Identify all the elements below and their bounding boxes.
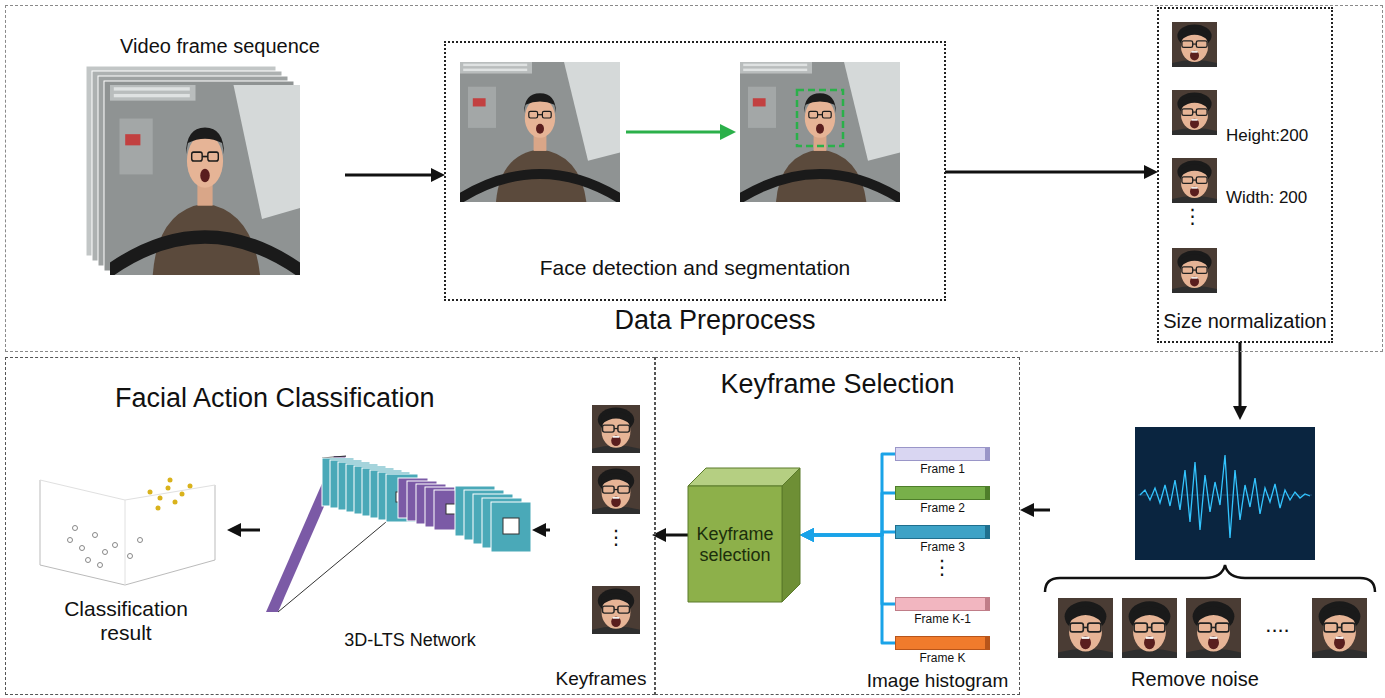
frame-bar: Frame K bbox=[895, 636, 990, 668]
image-group: Video frame sequence bbox=[95, 35, 345, 280]
frame-bar: Frame 2 bbox=[895, 486, 990, 518]
dimension-label: Height:200 bbox=[1226, 126, 1330, 146]
dotted-group: Height:200Width: 200Size normalization bbox=[1158, 8, 1332, 342]
connector-line bbox=[812, 454, 895, 535]
ellipsis-label: .... bbox=[1250, 612, 1305, 637]
arrow-head bbox=[800, 528, 814, 542]
group-title: Face detection and segmentation bbox=[445, 256, 945, 280]
dotted-group: Face detection and segmentation bbox=[445, 42, 945, 300]
scatter-plot bbox=[40, 478, 215, 586]
flow-arrow bbox=[1233, 342, 1247, 420]
video-frame-stack bbox=[86, 66, 310, 277]
image-group: Classification result bbox=[25, 465, 227, 665]
face-detection-images bbox=[452, 62, 908, 204]
arrow-head bbox=[800, 528, 814, 542]
frame-label: Frame K-1 bbox=[895, 613, 990, 627]
group-title: 3D-LTS Network bbox=[310, 630, 510, 651]
connector-line bbox=[239, 529, 260, 532]
keyframe-faces bbox=[592, 405, 640, 634]
dimension-label: Width: 200 bbox=[1226, 188, 1330, 208]
ellipsis-label: ⋮ bbox=[1170, 205, 1215, 228]
group-title: Video frame sequence bbox=[95, 35, 345, 58]
frame-bar-shape bbox=[895, 597, 990, 611]
region-title: Data Preprocess bbox=[595, 305, 835, 336]
image-group: Keyframes bbox=[550, 400, 652, 695]
group-title: Size normalization bbox=[1158, 310, 1332, 333]
connector-line bbox=[664, 534, 688, 537]
ellipsis-label: ⋮ bbox=[596, 526, 636, 549]
frame-bar-shape bbox=[895, 525, 990, 539]
curly-brace bbox=[1045, 565, 1375, 592]
normalized-faces bbox=[1172, 22, 1217, 293]
flow-arrow bbox=[1020, 503, 1050, 517]
group-title: Remove noise bbox=[1095, 668, 1295, 691]
region-title: Facial Action Classification bbox=[115, 383, 535, 414]
region-title: Keyframe Selection bbox=[670, 369, 1005, 400]
image-group: Remove noise bbox=[1050, 420, 1380, 695]
flow-arrow bbox=[227, 523, 260, 537]
connector-line bbox=[345, 174, 433, 177]
flow-arrow bbox=[945, 165, 1158, 179]
arrow-head bbox=[227, 523, 241, 537]
arrow-head bbox=[1020, 503, 1034, 517]
frame-label: Frame K bbox=[895, 652, 990, 666]
group-title: Image histogram bbox=[860, 670, 1015, 692]
frame-label: Frame 1 bbox=[895, 463, 990, 477]
connector-line bbox=[1032, 509, 1050, 512]
network-illustration bbox=[266, 456, 531, 612]
flow-arrow bbox=[345, 168, 445, 182]
region-panel: Facial Action ClassificationClassificati… bbox=[5, 357, 655, 695]
frame-bar-shape bbox=[895, 636, 990, 650]
group-title: Keyframes bbox=[550, 668, 652, 690]
flow-arrow bbox=[652, 528, 688, 542]
connector-line bbox=[945, 171, 1146, 174]
flow-arrow bbox=[800, 454, 895, 542]
ellipsis-label: ⋮ bbox=[922, 556, 962, 579]
frame-label: Frame 2 bbox=[895, 502, 990, 516]
connector-line bbox=[1239, 342, 1242, 408]
frame-bar-shape bbox=[895, 447, 990, 461]
arrow-head bbox=[800, 528, 814, 542]
frame-bar: Frame K-1 bbox=[895, 597, 990, 629]
frame-label: Frame 3 bbox=[895, 541, 990, 555]
flow-arrow bbox=[800, 528, 895, 643]
flow-arrow bbox=[532, 523, 550, 537]
connector-line bbox=[812, 535, 895, 643]
connector-line bbox=[812, 493, 895, 535]
arrow-head bbox=[652, 528, 666, 542]
denoised-faces bbox=[1058, 598, 1367, 658]
frame-bar: Frame 3 bbox=[895, 525, 990, 557]
arrow-head bbox=[1233, 406, 1247, 420]
process-label: Keyframe selection bbox=[690, 524, 780, 565]
arrow-head bbox=[1144, 165, 1158, 179]
region-panel: Keyframe SelectionImage histogram Keyfram… bbox=[655, 357, 1020, 695]
frame-bar: Frame 1 bbox=[895, 447, 990, 479]
process-cube: Keyframe selection bbox=[688, 468, 800, 602]
group-title: Classification result bbox=[51, 597, 201, 645]
network-group: 3D-LTS Network bbox=[260, 430, 532, 660]
region-band: Data Preprocess Video frame sequenceFace … bbox=[5, 5, 1383, 352]
arrow-head bbox=[800, 528, 814, 542]
frame-bar-shape bbox=[895, 486, 990, 500]
noise-waveform bbox=[1135, 427, 1315, 560]
arrow-head bbox=[800, 528, 814, 542]
arrow-head bbox=[431, 168, 445, 182]
arrow-head bbox=[532, 523, 546, 537]
